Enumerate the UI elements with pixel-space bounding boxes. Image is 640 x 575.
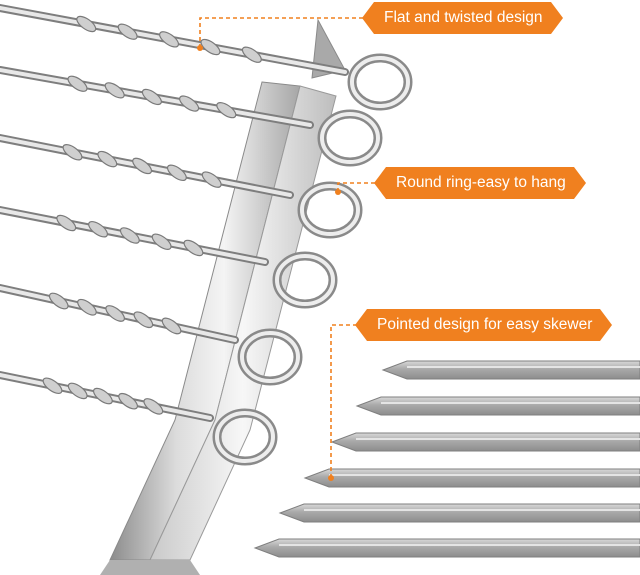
twisted-skewer [0, 371, 278, 466]
flat-skewer [278, 503, 640, 523]
flat-skewer [381, 360, 640, 380]
callout-text-pointed: Pointed design for easy skewer [367, 309, 601, 341]
flat-skewer [330, 432, 640, 452]
twisted-skewer [0, 134, 363, 239]
callout-badge-ring: Round ring-easy to hang [374, 167, 586, 199]
flat-skewer [303, 468, 640, 488]
skewer-stand [100, 18, 346, 575]
callout-badge-pointed: Pointed design for easy skewer [355, 309, 613, 341]
callout-text-twisted: Flat and twisted design [374, 2, 551, 34]
callout-line-twisted [199, 17, 372, 48]
twisted-skewer [0, 4, 413, 111]
twisted-skewer [0, 206, 338, 309]
flat-skewer [253, 538, 640, 558]
twisted-skewer [0, 66, 383, 167]
flat-pointed-skewers [253, 360, 640, 558]
flat-skewer [355, 396, 640, 416]
callout-guides [197, 17, 384, 481]
callout-line-ring [337, 182, 384, 192]
callout-text-ring: Round ring-easy to hang [386, 167, 574, 199]
callout-badge-twisted: Flat and twisted design [362, 2, 563, 34]
twisted-skewer [0, 284, 303, 386]
callout-line-pointed [330, 324, 364, 478]
twisted-skewers [0, 4, 413, 466]
